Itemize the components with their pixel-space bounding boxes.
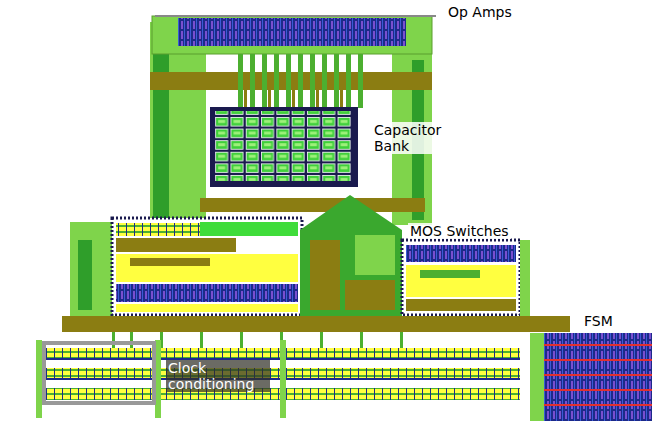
clock-block-part	[320, 332, 323, 348]
switch-block-part	[116, 304, 298, 312]
bus-wires-part	[292, 90, 295, 108]
fsm-block-part	[530, 333, 652, 421]
switch-block-part	[200, 222, 298, 236]
bus-wires-part	[316, 90, 319, 108]
bus-wires-part	[238, 54, 243, 108]
clock-block-part	[36, 340, 42, 418]
block-label: MOS Switches	[408, 223, 511, 239]
clock-block-part	[44, 343, 154, 403]
switch-block-part	[355, 235, 395, 275]
bus-wires-part	[286, 54, 291, 108]
bus-wires-part	[340, 90, 343, 108]
switch-block-part	[200, 198, 425, 212]
switch-block-part	[130, 258, 210, 266]
bus-wires-part	[322, 54, 327, 108]
bus-wires-part	[358, 54, 363, 108]
fsm-block	[530, 333, 652, 421]
capacitor-array	[210, 107, 358, 187]
clock-block	[36, 316, 570, 418]
fsm-block-part	[544, 374, 652, 376]
bus-wires-part	[262, 54, 267, 108]
bus-wires	[238, 54, 363, 108]
bus-wires-part	[274, 54, 279, 108]
switch-block-part	[70, 222, 114, 318]
clock-block-part	[240, 332, 243, 348]
clock-block-part	[200, 332, 203, 348]
fsm-block-part	[544, 404, 652, 406]
op-amp-block	[150, 16, 436, 225]
switch-block-part	[116, 284, 298, 302]
clock-block-part	[112, 332, 115, 348]
switch-block-part	[406, 245, 516, 262]
switch-block-part	[402, 240, 520, 315]
bus-wires-part	[250, 54, 255, 108]
switch-block	[70, 195, 530, 332]
bus-wires-part	[310, 54, 315, 108]
bus-wires-part	[298, 54, 303, 108]
clock-block-part	[400, 332, 403, 348]
op-amp-block-part	[155, 15, 436, 17]
clock-block-part	[360, 332, 363, 348]
capacitor-array-part	[214, 111, 352, 181]
switch-block-part	[420, 270, 480, 278]
bus-wires-part	[244, 90, 247, 108]
fsm-block-part	[544, 389, 652, 391]
clock-block-part	[280, 340, 286, 418]
switch-block-part	[345, 280, 395, 310]
bus-wires-part	[346, 54, 351, 108]
block-label: FSM	[582, 313, 615, 329]
bus-wires-part	[268, 90, 271, 108]
capacitor-array-part	[210, 107, 358, 187]
block-label: Op Amps	[446, 4, 514, 20]
clock-block-part	[130, 332, 133, 348]
switch-block-part	[406, 299, 516, 311]
switch-block-part	[116, 254, 298, 282]
switch-block-part	[112, 218, 302, 315]
bus-wires-part	[334, 54, 339, 108]
switch-block-part	[78, 240, 92, 310]
block-label: Capacitor Bank	[372, 122, 454, 154]
switch-block-part	[116, 223, 298, 236]
fsm-block-part	[544, 359, 652, 361]
fsm-block-part	[544, 344, 652, 346]
clock-block-part	[62, 316, 570, 332]
op-amp-block-part	[178, 18, 406, 46]
fsm-block-part	[530, 333, 544, 421]
op-amp-block-part	[152, 16, 432, 54]
switch-block-part	[300, 195, 402, 318]
switch-block-part	[310, 240, 340, 310]
switch-block-part	[406, 265, 516, 297]
block-label: Clock conditioning	[166, 360, 270, 392]
switch-block-part	[116, 238, 236, 252]
